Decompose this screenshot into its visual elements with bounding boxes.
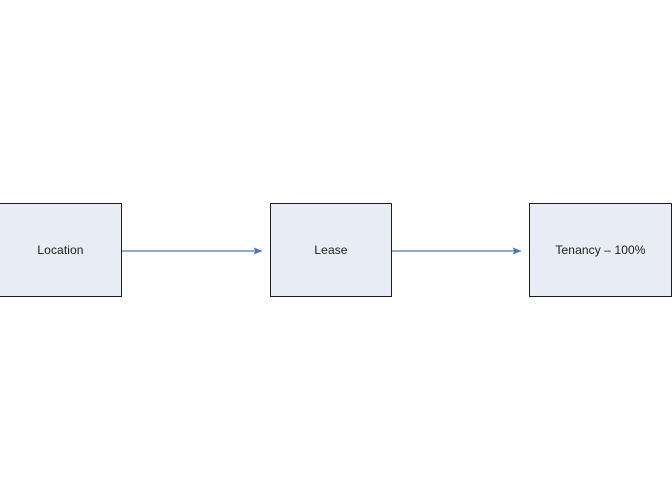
node-location[interactable]: Location: [0, 203, 122, 297]
node-lease[interactable]: Lease: [270, 203, 392, 297]
node-lease-label: Lease: [314, 243, 348, 257]
node-tenancy-label: Tenancy – 100%: [555, 243, 646, 257]
node-location-label: Location: [37, 243, 84, 257]
node-tenancy[interactable]: Tenancy – 100%: [529, 203, 672, 297]
